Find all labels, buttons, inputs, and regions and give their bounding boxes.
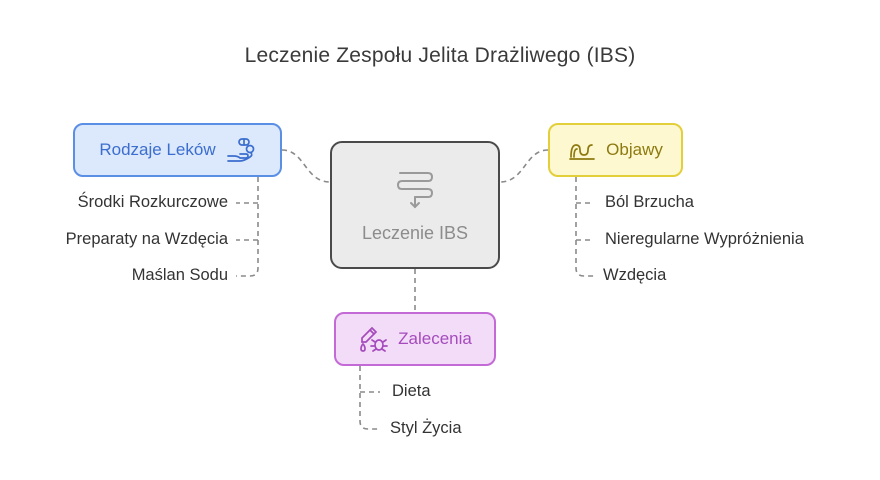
dropper-bug-icon: [358, 325, 388, 353]
symptoms-node-label: Objawy: [606, 140, 663, 159]
medications-node-label: Rodzaje Leków: [99, 140, 216, 159]
tree-symptoms: [575, 177, 594, 277]
medications-item: Preparaty na Wzdęcia: [65, 230, 228, 248]
recommendations-node-label: Zalecenia: [398, 329, 472, 348]
symptoms-item: Wzdęcia: [603, 266, 667, 284]
recommendations-node[interactable]: Zalecenia: [334, 312, 496, 366]
intestine-arrow-icon: [392, 167, 438, 211]
medications-node[interactable]: Rodzaje Leków: [73, 123, 282, 177]
connector-medications: [281, 149, 331, 183]
recommendations-item: Dieta: [392, 382, 431, 400]
pills-hand-icon: [226, 136, 256, 164]
diagram-title: Leczenie Zespołu Jelita Drażliwego (IBS): [244, 44, 636, 67]
symptoms-item: Ból Brzucha: [605, 193, 694, 211]
symptoms-node[interactable]: Objawy: [548, 123, 683, 177]
intestine-icon: [568, 139, 596, 161]
connector-symptoms: [499, 149, 549, 183]
center-node[interactable]: Leczenie IBS: [330, 141, 500, 269]
medications-item: Środki Rozkurczowe: [77, 193, 228, 211]
center-node-label: Leczenie IBS: [361, 222, 469, 243]
symptoms-item: Nieregularne Wypróżnienia: [605, 230, 804, 248]
tree-recommendations: [359, 366, 380, 430]
tree-medications: [236, 177, 259, 277]
recommendations-item: Styl Życia: [390, 419, 462, 437]
medications-item: Maślan Sodu: [131, 266, 228, 284]
